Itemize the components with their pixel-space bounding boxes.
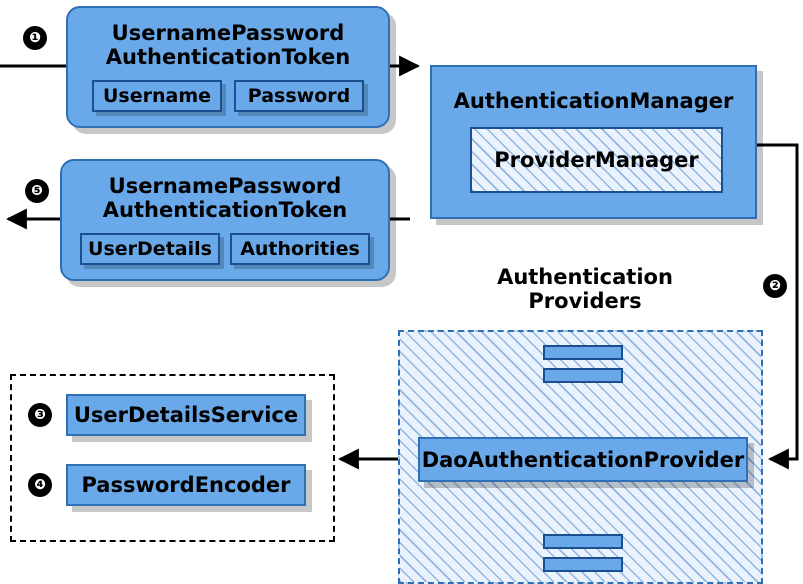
node-username-password-authentication-token-output[interactable]: UsernamePassword AuthenticationToken Use… [60,159,390,281]
token-input-title-line2: AuthenticationToken [105,45,351,69]
token-input-title: UsernamePassword AuthenticationToken [106,22,350,69]
node-username-password-authentication-token-input[interactable]: UsernamePassword AuthenticationToken Use… [66,6,390,128]
user-details-service-label: UserDetailsService [73,403,299,427]
field-username[interactable]: Username [92,79,222,112]
step-marker-4: ❹ [28,473,52,497]
step-marker-5: ❺ [25,179,49,203]
field-authorities[interactable]: Authorities [230,232,370,265]
token-output-title-line1: UsernamePassword [108,174,342,199]
step-marker-1: ❶ [23,26,47,50]
providers-caption-line2: Providers [528,288,642,313]
node-user-details-service[interactable]: UserDetailsService [66,394,306,436]
field-password[interactable]: Password [234,79,364,112]
authentication-providers-caption: Authentication Providers [470,265,700,313]
authentication-manager-label: AuthenticationManager [453,89,734,113]
token-input-title-line1: UsernamePassword [111,21,345,46]
provider-manager-label: ProviderManager [494,148,699,172]
step-marker-3: ❸ [28,403,52,427]
provider-manager-box[interactable]: ProviderManager [470,127,723,193]
providers-caption-line1: Authentication [497,265,673,289]
node-dao-authentication-provider[interactable]: DaoAuthenticationProvider [418,437,748,482]
node-authentication-manager[interactable]: AuthenticationManager ProviderManager [430,65,757,219]
step-marker-2: ❷ [763,274,787,298]
token-output-title-line2: AuthenticationToken [102,198,348,222]
field-userdetails[interactable]: UserDetails [80,232,220,265]
password-encoder-label: PasswordEncoder [81,473,291,497]
token-output-title: UsernamePassword AuthenticationToken [103,175,347,222]
services-container [10,374,335,542]
node-password-encoder[interactable]: PasswordEncoder [66,464,306,506]
provider-stub-top [543,345,623,387]
provider-stub-bottom [543,534,623,576]
dao-authentication-provider-label: DaoAuthenticationProvider [421,447,745,472]
